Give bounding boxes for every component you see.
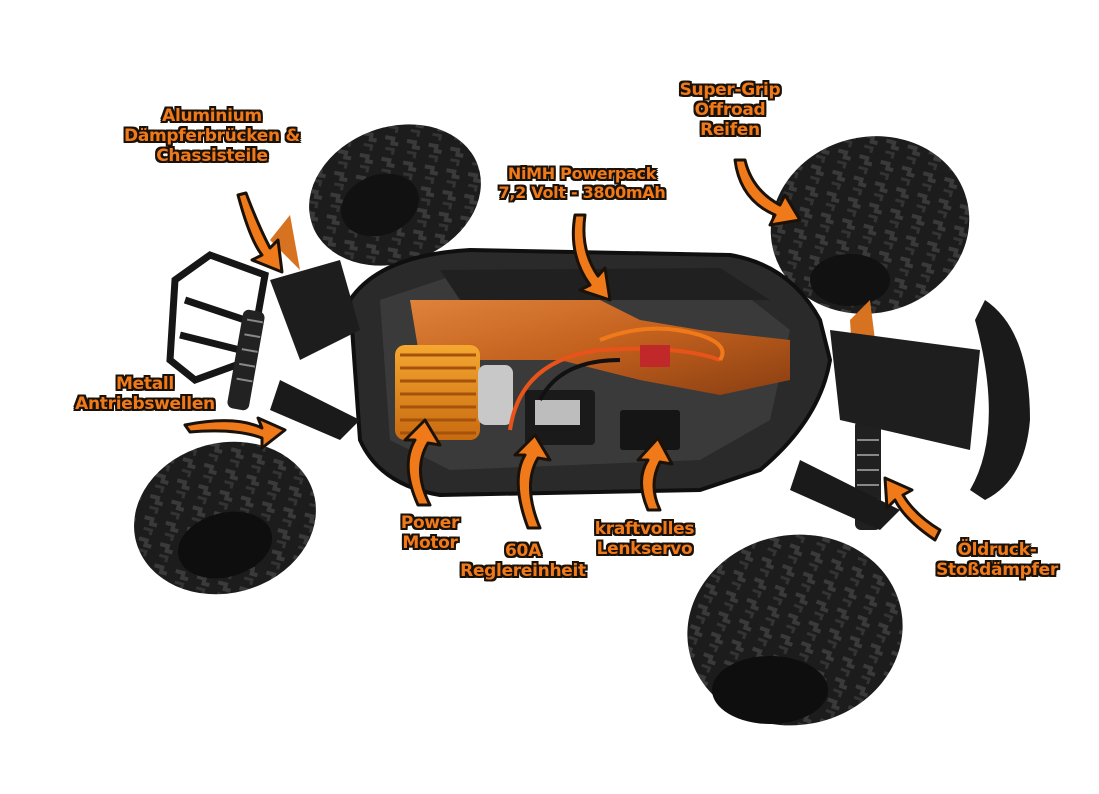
arrow-battery <box>571 213 612 302</box>
callout-driveshafts: Metall Antriebswellen <box>75 374 215 414</box>
callout-power-motor: Power Motor <box>400 513 460 553</box>
callout-esc: 60A Reglereinheit <box>460 541 586 581</box>
wires <box>508 326 725 431</box>
rear-suspension <box>227 215 360 440</box>
front-suspension <box>790 300 980 530</box>
motor <box>395 345 513 440</box>
front-bumper <box>970 300 1030 500</box>
copper-plate <box>410 300 790 395</box>
arrow-motor <box>403 418 442 507</box>
connector-red <box>640 345 670 367</box>
callout-oil-shocks: Öldruck- Stoßdämpfer <box>936 540 1058 580</box>
esc-unit <box>525 390 595 445</box>
arrow-driveshafts <box>183 416 287 450</box>
tire-front-bottom <box>687 534 903 726</box>
arrow-esc <box>513 433 552 530</box>
callout-offroad-tires: Super-Grip Offroad Reifen <box>679 80 781 140</box>
callout-battery-pack: NiMH Powerpack 7,2 Volt - 3800mAh <box>498 164 666 202</box>
tire-rear-top <box>309 124 481 266</box>
arrow-shocks <box>883 476 942 542</box>
arrow-alu <box>236 191 284 274</box>
callout-steering-servo: kraftvolles Lenkservo <box>594 519 695 559</box>
callout-arrows <box>183 158 942 542</box>
arrow-servo <box>636 436 674 512</box>
tire-front-top <box>770 136 970 314</box>
tire-rear-bottom <box>134 441 316 595</box>
arrow-tires <box>733 158 802 227</box>
servo <box>620 410 680 450</box>
callout-alu-parts: Aluminium Dämpferbrücken & Chassisteile <box>124 106 300 166</box>
